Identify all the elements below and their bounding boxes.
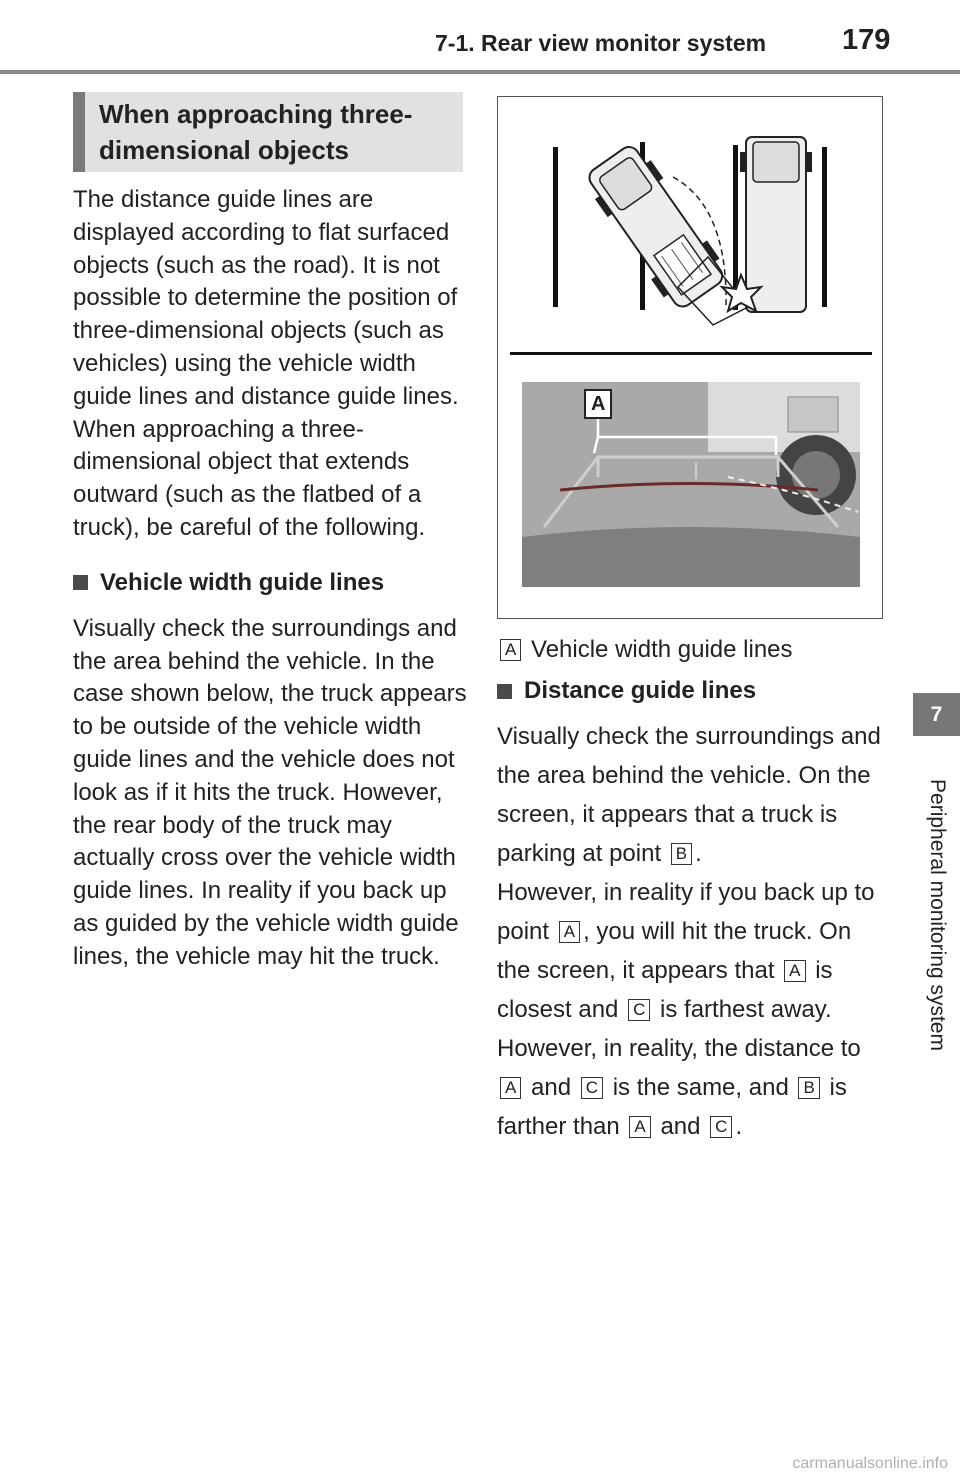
point-a-tag: A: [558, 921, 581, 943]
header-section-title: 7-1. Rear view monitor system: [435, 30, 767, 56]
distance-text: , you will hit the truck. On the screen,…: [497, 918, 852, 984]
right-column: A Vehicle width guide lines Distance gui…: [497, 630, 887, 1146]
distance-paragraph-1: Visually check the surroundings and the …: [497, 717, 887, 873]
legend-a-text: Vehicle width guide lines: [531, 636, 793, 663]
legend-a-tag: A: [500, 639, 522, 661]
figure-illustration: A: [497, 96, 883, 619]
distance-text: is farthest away. However, in reality, t…: [497, 996, 861, 1062]
point-a-tag: A: [629, 1116, 651, 1138]
chapter-title: Peripheral monitoring system: [926, 779, 949, 1051]
distance-text: is the same, and: [612, 1074, 789, 1101]
distance-text: .: [695, 840, 702, 867]
parking-diagram: [510, 136, 872, 587]
width-subheading-text: Vehicle width guide lines: [100, 568, 385, 596]
point-b-tag: B: [670, 843, 693, 865]
bullet-square-icon: [497, 683, 512, 699]
legend-a: A Vehicle width guide lines: [497, 630, 887, 669]
distance-text: is closest and: [497, 957, 833, 1023]
distance-subheading: Distance guide lines: [497, 675, 887, 707]
distance-paragraph-2: However, in reality if you back up to po…: [497, 873, 887, 1146]
width-paragraph: Visually check the surroundings and the …: [73, 614, 467, 970]
distance-text: is farther than: [497, 1074, 847, 1140]
left-column: The distance guide lines are displayed a…: [73, 184, 468, 974]
header-rule: [0, 70, 960, 74]
width-subheading: Vehicle width guide lines: [73, 567, 468, 599]
distance-text: and: [660, 1113, 701, 1140]
figure-label-a: A: [584, 389, 613, 419]
distance-text: and: [531, 1074, 572, 1101]
section-heading: When approaching three-dimensional objec…: [73, 92, 463, 172]
chapter-tab[interactable]: 7: [913, 693, 960, 736]
point-a-tag: A: [784, 960, 806, 982]
point-c-tag: C: [710, 1116, 733, 1138]
intro-paragraph: The distance guide lines are displayed a…: [73, 186, 459, 541]
point-a-tag: A: [500, 1077, 522, 1099]
page-number: 179: [842, 24, 891, 56]
distance-text: Visually check the surroundings and the …: [497, 723, 881, 867]
bullet-square-icon: [73, 575, 88, 591]
point-c-tag: C: [628, 999, 651, 1021]
point-c-tag: C: [580, 1077, 604, 1099]
point-b-tag: B: [798, 1077, 820, 1099]
distance-text: .: [735, 1113, 743, 1140]
watermark-footer: carmanualsonline.info: [792, 1455, 948, 1472]
distance-subheading-text: Distance guide lines: [524, 677, 757, 704]
distance-text: However, in reality if you back up to po…: [497, 879, 875, 945]
